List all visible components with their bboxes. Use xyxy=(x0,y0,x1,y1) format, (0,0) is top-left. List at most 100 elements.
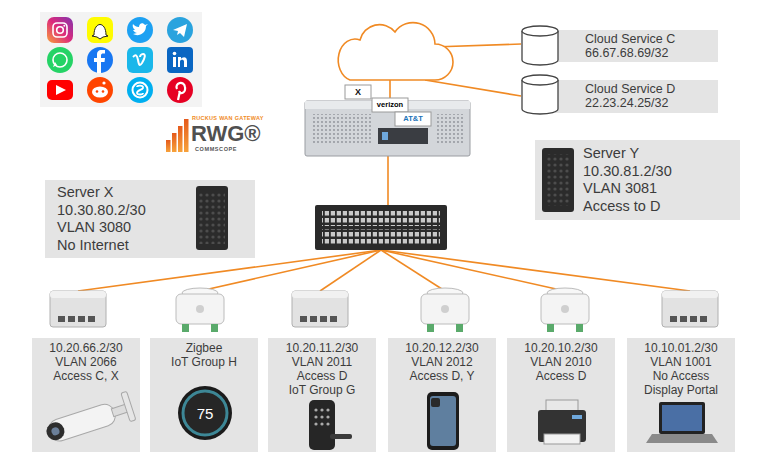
smart-lock-part xyxy=(326,408,329,411)
access-point-wall xyxy=(292,291,348,327)
network-wires-part xyxy=(433,44,521,47)
database-cylinder-part xyxy=(522,26,558,36)
smart-lock-part xyxy=(314,422,317,425)
carrier-badges-part xyxy=(395,112,431,126)
social-icons-part-part xyxy=(92,25,108,40)
security-camera-part xyxy=(50,426,60,436)
smart-lock-part xyxy=(330,434,352,439)
social-icons-part-part xyxy=(137,86,143,95)
access-point-outdoor-part xyxy=(547,324,554,332)
security-camera-part xyxy=(121,391,136,421)
social-icons-part-part xyxy=(94,50,105,73)
printer xyxy=(538,400,586,444)
social-icons-part-part xyxy=(87,47,113,73)
smart-lock xyxy=(309,400,352,450)
access-point-wall-part xyxy=(300,316,307,322)
social-icons-part-part xyxy=(102,81,105,84)
database-cylinder xyxy=(522,75,558,114)
access-point-outdoor-part xyxy=(182,324,189,332)
box-text: No Access xyxy=(653,369,710,383)
network-switch-part xyxy=(315,205,447,250)
label-text: RUCKUS WAN GATEWAY xyxy=(192,116,264,122)
access-point-wall-part xyxy=(690,316,697,322)
access-point-wall-part xyxy=(88,316,95,322)
social-icons-part-part xyxy=(102,90,105,93)
box-text: Access D xyxy=(536,369,587,383)
security-camera xyxy=(42,391,136,447)
social-icons-part-part xyxy=(133,23,148,35)
rwg-appliance-part xyxy=(382,132,388,140)
access-point-wall-part xyxy=(292,291,348,298)
social-icons-part xyxy=(47,47,73,73)
social-icons-part xyxy=(87,17,113,43)
info-box: Cloud Service C66.67.68.69/32 xyxy=(555,30,718,62)
smart-lock-part xyxy=(326,415,329,418)
social-icons-part xyxy=(167,17,193,43)
access-point-wall-part xyxy=(670,316,677,322)
social-icons-part-part xyxy=(53,23,67,37)
smart-lock-part xyxy=(320,415,323,418)
rwg-appliance-part xyxy=(435,114,463,144)
access-point-wall-part xyxy=(292,291,348,327)
network-wires-part xyxy=(320,250,381,291)
social-icons-part-part xyxy=(127,47,153,73)
social-icons-part-part xyxy=(53,53,67,67)
label-text: X xyxy=(355,88,361,97)
social-icons-part-part xyxy=(57,27,64,34)
social-icons-part-part xyxy=(87,17,113,43)
access-point-wall-part xyxy=(680,316,687,322)
social-icons-part-part xyxy=(173,52,177,56)
box-text: VLAN 1001 xyxy=(650,355,711,369)
social-icons-part-part xyxy=(176,83,185,100)
social-icons-part-part xyxy=(167,47,193,73)
internet-cloud xyxy=(338,23,453,80)
box-text: VLAN 2010 xyxy=(530,355,591,369)
tower-server-part xyxy=(199,192,225,244)
label-text: COMMSCOPE xyxy=(195,147,237,153)
smartphone-part xyxy=(431,398,440,407)
box-text: Access D xyxy=(297,369,348,383)
carrier-badges xyxy=(345,85,431,126)
social-icons-part-part xyxy=(173,24,187,37)
box-text: No Internet xyxy=(57,237,129,255)
box-text: IoT Group H xyxy=(171,355,237,369)
box-text: VLAN 2011 xyxy=(292,355,353,369)
box-text: VLAN 2066 xyxy=(55,355,116,369)
access-point-wall xyxy=(50,291,106,327)
box-text: 10.20.66.2/30 xyxy=(49,341,122,355)
access-point-wall-part xyxy=(662,291,718,298)
social-icons-part xyxy=(47,17,73,43)
smartphone-part xyxy=(430,396,456,446)
social-icons-part-part xyxy=(96,90,99,93)
network-wires-part xyxy=(387,156,389,206)
rwg-appliance-part xyxy=(378,128,428,144)
access-point-wall-part xyxy=(50,291,106,327)
thermostat-part xyxy=(183,391,227,435)
box-text: 10.20.12.2/30 xyxy=(405,341,478,355)
network-switch-part xyxy=(322,229,440,244)
social-icons-part-part xyxy=(47,47,73,73)
social-icons-part-part xyxy=(63,25,65,27)
social-icons-part-part xyxy=(167,17,193,43)
printer-part xyxy=(544,434,580,444)
info-box: Cloud Service D22.23.24.25/32 xyxy=(555,80,718,113)
rwg-appliance-part xyxy=(312,114,372,144)
laptop-part xyxy=(646,434,718,443)
access-point-outdoor-part xyxy=(576,324,583,332)
box-text: Access D, Y xyxy=(409,369,474,383)
social-icons-part-part xyxy=(47,80,73,100)
tower-server-part xyxy=(196,186,228,250)
social-icons-part xyxy=(47,80,73,100)
social-icons-part-part xyxy=(47,17,73,43)
access-point-outdoor-part xyxy=(561,305,569,313)
access-point-outdoor-part xyxy=(196,305,204,313)
network-wires-part xyxy=(381,250,690,291)
box-text: IoT Group G xyxy=(289,383,355,397)
social-icons-part xyxy=(167,77,193,103)
box-heading: Server X xyxy=(57,184,113,202)
carrier-badges-part xyxy=(345,85,371,99)
label-text: verizon xyxy=(377,101,403,109)
laptop-part xyxy=(662,405,702,431)
smart-lock-part xyxy=(314,408,317,411)
smart-lock-part xyxy=(314,415,317,418)
